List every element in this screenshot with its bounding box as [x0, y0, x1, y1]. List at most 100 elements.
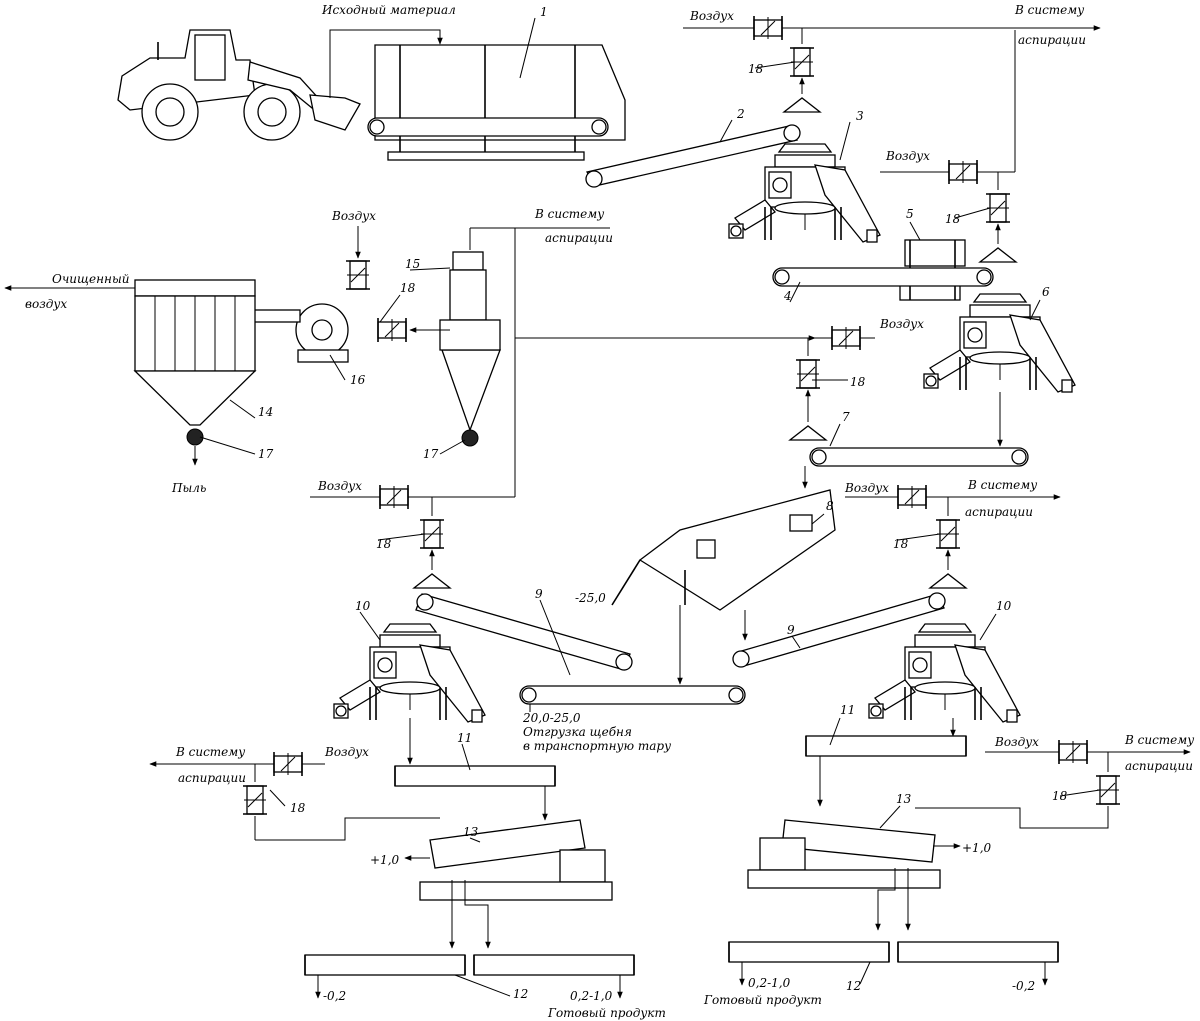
callout-number-12: 12 [846, 979, 861, 993]
to-system-mid-2: аспирации [545, 231, 613, 245]
to-system-br-2: аспирации [1125, 759, 1193, 773]
callout-leader [859, 961, 871, 985]
conveyor-4 [772, 267, 994, 287]
callout-number-1: 1 [540, 5, 548, 19]
callout-leader [519, 17, 536, 79]
callout-leader [829, 423, 841, 447]
callout-number-17: 17 [423, 447, 439, 461]
air-label-5: Воздух [317, 479, 362, 493]
callout-leader [897, 533, 941, 541]
callout-leader [461, 743, 471, 771]
callout-leader [469, 837, 481, 843]
air-label-3: Воздух [879, 317, 924, 331]
callout-leader [811, 513, 825, 525]
callout-leader [954, 207, 991, 219]
callout-number-5: 5 [906, 207, 914, 221]
callout-leader [789, 281, 801, 303]
callout-leader [909, 221, 921, 241]
callout-number-9: 9 [535, 587, 543, 601]
hopper-1 [367, 44, 626, 161]
air-label-7: Воздух [324, 745, 369, 759]
callout-number-18: 18 [748, 62, 764, 76]
callout-number-16: 16 [350, 373, 366, 387]
conveyor-9-bottom [519, 685, 746, 705]
callout-leader [439, 439, 466, 455]
finished-product-left: Готовый продукт [547, 1006, 666, 1020]
source-material-label: Исходный материал [321, 3, 456, 17]
to-system-right-2: аспирации [965, 505, 1033, 519]
air-label-6: Воздух [844, 481, 889, 495]
callout-number-15: 15 [405, 257, 420, 271]
air-label-top: Воздух [689, 9, 734, 23]
to-system-bl-2: аспирации [178, 771, 246, 785]
cyclone-15 [439, 251, 501, 447]
shipping-label-2: в транспортную тару [523, 739, 671, 753]
size-minus02-right: -0,2 [1012, 979, 1035, 993]
callout-number-18: 18 [1052, 789, 1068, 803]
callout-number-10: 10 [355, 599, 371, 613]
callout-number-6: 6 [1042, 285, 1050, 299]
dust-label: Пыль [171, 481, 206, 495]
callout-leader [539, 599, 571, 676]
callout-number-3: 3 [856, 109, 864, 123]
to-system-top-2: аспирации [1018, 33, 1086, 47]
callout-leader [379, 294, 401, 323]
callout-leader [879, 805, 901, 829]
to-system-br-1: В систему [1124, 733, 1194, 747]
callout-leader [199, 436, 256, 455]
bag-filter-14 [133, 279, 257, 446]
callout-number-8: 8 [826, 499, 834, 513]
shipping-label-1: Отгрузка щебня [523, 725, 632, 739]
callout-leader [1059, 789, 1101, 797]
callout-leader [791, 635, 801, 649]
size-02-1-right: 0,2-1,0 [748, 976, 791, 990]
to-system-top-1: В систему [1014, 3, 1084, 17]
callout-number-10: 10 [996, 599, 1012, 613]
separator-13-left [419, 819, 613, 901]
callout-number-14: 14 [258, 405, 273, 419]
size-plus1-right: +1,0 [962, 841, 992, 855]
callout-number-18: 18 [893, 537, 909, 551]
size-20-25-label: 20,0-25,0 [522, 711, 581, 725]
finished-product-right: Готовый продукт [703, 993, 822, 1007]
callout-leader [829, 717, 841, 746]
callout-number-18: 18 [376, 537, 392, 551]
callout-leader [229, 399, 256, 419]
cleaned-air-1: Очищенный [52, 272, 129, 286]
callout-number-2: 2 [736, 107, 745, 121]
callout-number-18: 18 [290, 801, 306, 815]
callout-number-13: 13 [463, 825, 479, 839]
conveyor-2 [585, 124, 801, 188]
callout-leader [754, 61, 796, 69]
callout-number-9: 9 [787, 623, 795, 637]
callout-leader [979, 613, 997, 641]
air-label-4: Воздух [331, 209, 376, 223]
callout-leader [719, 119, 733, 143]
callout-leader [269, 789, 286, 807]
callout-number-7: 7 [842, 410, 850, 424]
callout-leader [409, 267, 451, 271]
air-label-2: Воздух [885, 149, 930, 163]
size-02-1-left: 0,2-1,0 [570, 989, 613, 1003]
callout-number-11: 11 [457, 731, 472, 745]
to-system-bl-1: В систему [175, 745, 245, 759]
callout-leader [839, 121, 851, 161]
conveyor-9-right [732, 592, 946, 668]
cleaned-air-2: воздух [25, 297, 67, 311]
callout-leader [1029, 299, 1041, 321]
callout-number-4: 4 [783, 289, 792, 303]
callout-number-12: 12 [513, 987, 528, 1001]
callout-leader [359, 611, 381, 641]
loader-icon [117, 29, 361, 141]
size-minus02-left: -0,2 [323, 989, 346, 1003]
callout-number-17: 17 [258, 447, 274, 461]
size-plus1-left: +1,0 [370, 853, 400, 867]
separator-13-right [747, 819, 941, 889]
callout-leader [377, 533, 426, 541]
to-system-mid-1: В систему [534, 207, 604, 221]
callout-leader [454, 974, 511, 997]
callout-number-13: 13 [896, 792, 912, 806]
